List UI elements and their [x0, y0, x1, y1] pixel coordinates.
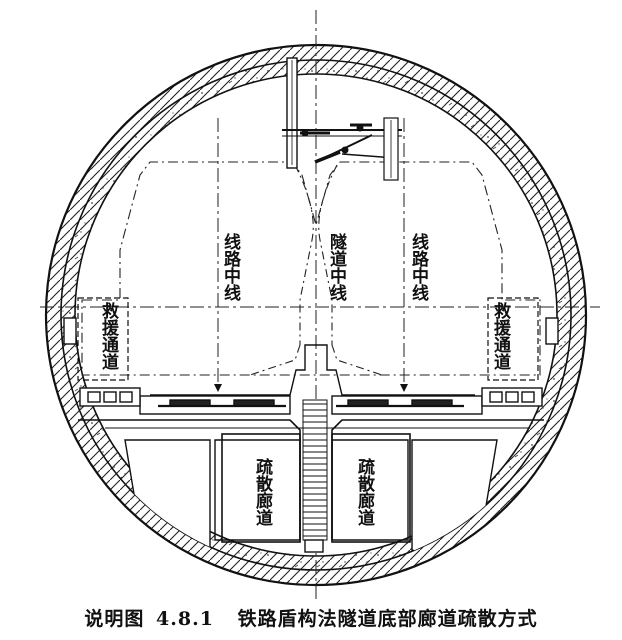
center-axes — [40, 10, 600, 600]
track-structures — [78, 344, 544, 540]
label-track-centerline-left: 线路中线 — [220, 232, 241, 302]
label-evacuation-corridor-left: 疏散廊道 — [252, 457, 273, 526]
rescue-passage-boxes — [77, 297, 539, 381]
catenary-support — [282, 57, 402, 181]
vehicle-clearance-envelope — [81, 161, 541, 376]
track-center-arrow-right — [400, 384, 408, 392]
caption-title: 铁路盾构法隧道底部廊道疏散方式 — [237, 608, 538, 630]
tunnel-cross-section-diagram: 线路中线 隧道中线 线路中线 救援通道 救援通道 疏散廊道 疏散廊道 — [40, 10, 600, 600]
label-evacuation-corridor-right: 疏散廊道 — [354, 457, 375, 526]
label-rescue-passage-left: 救援通道 — [98, 301, 119, 370]
wall-fittings — [63, 317, 559, 345]
caption-prefix: 说明图 — [84, 608, 145, 630]
figure-caption: 说明图 4.8.1 铁路盾构法隧道底部廊道疏散方式 — [0, 604, 622, 631]
stair-base — [304, 539, 324, 553]
catenary-clearance-lines — [249, 164, 383, 376]
label-tunnel-centerline: 隧道中线 — [326, 232, 347, 302]
track-centerlines — [217, 118, 405, 388]
caption-number: 4.8.1 — [156, 608, 214, 630]
label-track-centerline-right: 线路中线 — [408, 232, 429, 302]
label-rescue-passage-right: 救援通道 — [490, 301, 511, 370]
track-center-arrow-left — [214, 384, 222, 392]
stair-steps — [303, 403, 327, 537]
